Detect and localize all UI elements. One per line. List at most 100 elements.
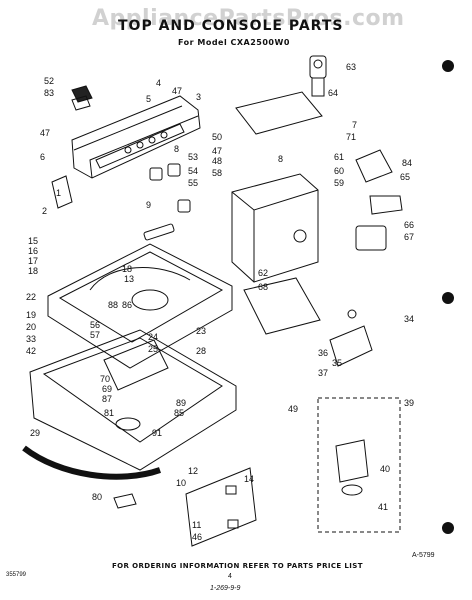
motor-assembly-box: [317, 397, 401, 533]
callout-61: 61: [334, 152, 345, 162]
callout-48: 48: [212, 156, 223, 166]
top-panel: [47, 243, 233, 369]
binder-hole-bottom: [442, 522, 454, 534]
callout-46: 46: [192, 532, 203, 542]
callout-91: 91: [152, 428, 163, 438]
callout-50: 50: [212, 132, 223, 142]
callout-83: 83: [44, 88, 55, 98]
callout-35: 35: [332, 358, 343, 368]
callout-24: 24: [148, 332, 159, 342]
callout-47: 47: [40, 128, 51, 138]
page-number: 4: [228, 573, 232, 580]
doc-code: 355799: [6, 572, 27, 578]
callout-9: 9: [146, 200, 152, 210]
knobs: [143, 163, 191, 241]
callout-23: 23: [196, 326, 207, 336]
callout-63: 63: [346, 62, 357, 72]
callout-42: 42: [26, 346, 37, 356]
callout-7: 7: [352, 120, 358, 130]
callout-25: 25: [148, 344, 159, 354]
callout-54: 54: [188, 166, 199, 176]
callout-57: 57: [90, 330, 101, 340]
callout-28: 28: [196, 346, 207, 356]
page-title: TOP AND CONSOLE PARTS: [118, 18, 344, 34]
callout-67: 67: [404, 232, 415, 242]
callout-58: 58: [212, 168, 223, 178]
callout-34: 34: [404, 314, 415, 324]
tub-ring: [22, 445, 161, 480]
callout-3: 3: [196, 92, 202, 102]
callout-37: 37: [318, 368, 329, 378]
callout-12: 12: [188, 466, 199, 476]
callout-18: 18: [122, 264, 133, 274]
callout-89: 89: [176, 398, 187, 408]
mounting-bracket: [329, 309, 373, 367]
callout-71: 71: [346, 132, 357, 142]
console-panel: [71, 95, 201, 179]
callout-13: 13: [124, 274, 135, 284]
binder-hole-middle: [442, 292, 454, 304]
callout-66: 66: [404, 220, 415, 230]
callout-18: 18: [28, 266, 39, 276]
control-box: [231, 173, 319, 283]
callout-52: 52: [44, 76, 55, 86]
watermark: AppliancePartsPros.com: [92, 6, 405, 31]
figure-id: A-5799: [412, 552, 435, 559]
callout-41: 41: [378, 502, 389, 512]
part-ref: 1-269-9-9: [210, 585, 241, 592]
callout-47: 47: [172, 86, 183, 96]
callout-87: 87: [102, 394, 113, 404]
callout-29: 29: [30, 428, 41, 438]
callout-88: 88: [108, 300, 119, 310]
callout-56: 56: [90, 320, 101, 330]
bracket-plate: [243, 277, 321, 335]
callout-5: 5: [146, 94, 152, 104]
callout-40: 40: [380, 464, 391, 474]
callout-49: 49: [288, 404, 299, 414]
callout-39: 39: [404, 398, 415, 408]
callout-1: 1: [56, 188, 62, 198]
binder-hole-top: [442, 60, 454, 72]
callout-86: 86: [122, 300, 133, 310]
callout-4: 4: [156, 78, 162, 88]
page-subtitle: For Model CXA2500W0: [178, 38, 290, 47]
console-end-cap: [51, 85, 93, 209]
callout-81: 81: [104, 408, 115, 418]
callout-10: 10: [176, 478, 187, 488]
callout-6: 6: [40, 152, 46, 162]
cover-plate: [235, 91, 323, 135]
callout-22: 22: [26, 292, 37, 302]
callout-36: 36: [318, 348, 329, 358]
cabinet-top: [29, 329, 237, 471]
callout-59: 59: [334, 178, 345, 188]
callout-15: 15: [28, 236, 39, 246]
callout-64: 64: [328, 88, 339, 98]
callout-16: 16: [28, 246, 39, 256]
callout-8: 8: [278, 154, 284, 164]
callout-53: 53: [188, 152, 199, 162]
callout-80: 80: [92, 492, 103, 502]
callout-19: 19: [26, 310, 37, 320]
hardware-kit: [185, 467, 257, 547]
callout-84: 84: [402, 158, 413, 168]
callout-62: 62: [258, 268, 269, 278]
callout-47: 47: [212, 146, 223, 156]
callout-8: 8: [174, 144, 180, 154]
callout-20: 20: [26, 322, 37, 332]
callout-11: 11: [192, 520, 202, 530]
callout-68: 68: [258, 282, 269, 292]
ordering-note: FOR ORDERING INFORMATION REFER TO PARTS …: [112, 562, 363, 570]
foot: [113, 493, 137, 509]
callout-69: 69: [102, 384, 113, 394]
callout-65: 65: [400, 172, 411, 182]
callout-70: 70: [100, 374, 111, 384]
callout-14: 14: [244, 474, 255, 484]
callout-33: 33: [26, 334, 37, 344]
timer-assembly: [355, 149, 403, 251]
callout-55: 55: [188, 178, 199, 188]
callout-17: 17: [28, 256, 39, 266]
lid-switch: [309, 55, 327, 97]
callout-60: 60: [334, 166, 345, 176]
callout-2: 2: [42, 206, 48, 216]
